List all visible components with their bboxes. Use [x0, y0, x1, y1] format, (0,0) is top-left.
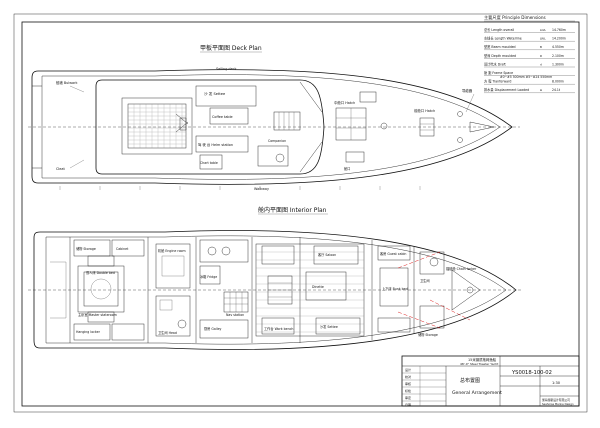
- room-label-saloon: 客厅 Saloon: [318, 252, 336, 257]
- room-label-hanging-locker-aft: Hanging locker: [76, 330, 101, 334]
- room-label-work-bench: 工作台 Work bench: [264, 326, 293, 331]
- mid-hatch: [335, 107, 367, 141]
- deck-fwd-hatch-label: 前舱口 Hatch: [414, 108, 435, 113]
- dimension-label: 肋 距 Frame Space: [484, 70, 513, 75]
- room-label-bunk-beds: 上下床 Bunk bed: [382, 286, 408, 291]
- room-label-dinette: Dinette: [312, 285, 324, 289]
- dimension-symbol: Δ: [540, 88, 542, 92]
- deckhouse-outline: [95, 79, 325, 175]
- dimension-symbol: D: [540, 54, 542, 58]
- title-project-cn: 15米钢质拖网渔船: [468, 357, 497, 362]
- deck-walkway-label: Walkway: [254, 187, 269, 191]
- title-block-row-label: 设计: [405, 367, 411, 372]
- room-label-storage-fwd: 储物 Storage: [418, 332, 438, 337]
- inner-border: [21, 21, 580, 407]
- saloon-steps: [267, 275, 293, 305]
- deck-plan: 甲板平面图 Deck Plan 沙 发 Settee Coffee table …: [28, 44, 520, 191]
- deck-companion-label: Companion: [268, 139, 286, 143]
- deck-cleat-label: Cleat: [56, 167, 65, 171]
- deck-chart-table-label: Chart table: [200, 161, 218, 165]
- dimension-symbol: B: [540, 45, 542, 49]
- deck-mid-hatch-label: 中舱口 Hatch: [334, 100, 355, 105]
- dimension-value: #0~#5 500mm #5~#24 550mm: [500, 75, 552, 79]
- deck-settee-label: 沙 发 Settee: [204, 91, 226, 96]
- dimensions-title: 主要尺度 Principle Dimensions: [484, 14, 546, 21]
- interior-hull-outline: [33, 230, 517, 350]
- room-label-master-stateroom: 主卧室 Master stateroom: [78, 312, 117, 317]
- dimension-value: 14.760m: [552, 28, 566, 32]
- room-label-double-berth: 双人床 Double bed: [86, 270, 115, 275]
- title-project-en: 48'-0" Steel Trawler Yacht: [460, 362, 499, 366]
- dimension-value: 1.300m: [552, 62, 564, 66]
- room-label-fridge: 冰箱 Fridge: [200, 274, 217, 279]
- title-drawing-cn: 总布置图: [460, 377, 480, 384]
- cockpit-teak-deck: [121, 97, 193, 155]
- title-block-row-label: 日期: [405, 402, 411, 407]
- room-label-nav-station: Nav station: [226, 313, 244, 317]
- dimension-value: 14.200m: [552, 37, 566, 41]
- fwd-hatch: [419, 117, 435, 137]
- room-label-head-aft: 卫生间 Head: [158, 330, 177, 335]
- outer-border: [13, 13, 588, 413]
- interior-plan: 舱内平面图 Interior Plan: [28, 206, 522, 350]
- title-scale: 1:30: [552, 381, 561, 385]
- deck-plan-title: 甲板平面图 Deck Plan: [200, 44, 262, 52]
- room-label-guest-cabin: 客房 Guest cabin: [380, 251, 406, 256]
- dimension-value: 24.1t: [552, 88, 561, 92]
- room-label-chain-locker: 锚链舱 Chain locker: [446, 266, 477, 271]
- title-company: 浙海游艇设计有限公司: [542, 398, 570, 402]
- title-drawing-no: YS0018-100-02: [511, 370, 552, 376]
- dimension-label: 型宽 Beam moulded: [484, 44, 516, 49]
- dimension-label: 型深 Depth moulded: [484, 53, 516, 58]
- dimension-value: 8.000m: [552, 80, 564, 84]
- room-label-galley: 厨房 Galley: [204, 326, 222, 331]
- dimension-label: 排水量 Displacement Loaded: [484, 87, 529, 92]
- dimension-label: 方 程 Tranforward: [484, 79, 511, 84]
- title-block-row-label: 审定: [405, 395, 411, 400]
- room-label-storage-aft: 储物 Storage: [76, 246, 96, 251]
- room-label-cabinet: Cabinet: [116, 247, 129, 251]
- dimension-symbol: d: [540, 62, 542, 66]
- title-company-en: Seahorse Marine Design: [542, 402, 574, 406]
- deck-helm-label: 驾 驶 台 Helm station: [198, 142, 233, 147]
- title-block-row-label: 标检: [405, 388, 411, 393]
- deck-sailing-deck-label: Sailing deck: [216, 67, 237, 71]
- deck-hatch-label: 舱口: [344, 166, 350, 171]
- dimension-value: 4.550m: [552, 45, 564, 49]
- title-drawing-en: General Arrangement: [452, 390, 502, 396]
- dimension-value: 2.100m: [552, 54, 564, 58]
- room-label-engine-room: 机舱 Engine room: [158, 248, 186, 253]
- room-label-head-fwd: 卫生间: [420, 278, 430, 283]
- companion-stairs: [273, 111, 301, 131]
- room-label-settee: 沙发 Settee: [320, 324, 338, 329]
- dimension-symbol: LOA: [540, 28, 546, 32]
- deck-coffee-table-label: Coffee table: [212, 115, 233, 119]
- title-block-row-label: 校对: [405, 374, 411, 379]
- dimension-label: 设计吃水 Draft: [484, 61, 507, 66]
- interior-plan-title: 舱内平面图 Interior Plan: [258, 206, 327, 214]
- deck-fairlead-label: 导缆器: [462, 88, 473, 93]
- dimension-label: 水线长 Length Waterline: [484, 36, 522, 41]
- title-block: 15米钢质拖网渔船 48'-0" Steel Trawler Yacht YS0…: [401, 355, 580, 407]
- title-block-row-label: 审核: [405, 381, 411, 386]
- dimension-symbol: LWL: [540, 37, 546, 41]
- deck-hull-outline: [31, 69, 513, 185]
- dimensions-table: 主要尺度 Principle Dimensions 总长 Length over…: [484, 14, 575, 93]
- deck-bulwark-label: 舷墙 Bulwark: [56, 80, 78, 85]
- dimension-label: 总长 Length overall: [484, 27, 514, 32]
